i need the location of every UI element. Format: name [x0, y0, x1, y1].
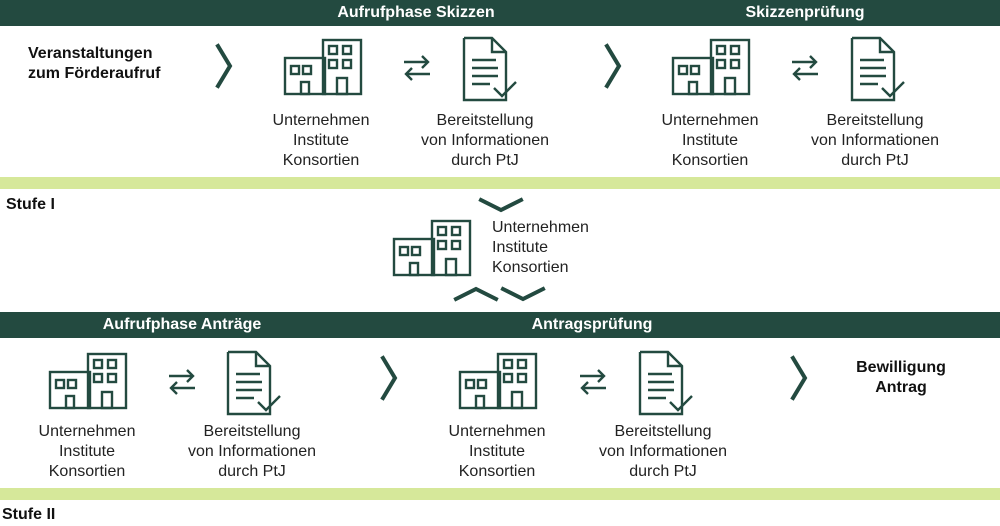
- building-icon: [283, 38, 363, 96]
- phase-band-bottom: [0, 312, 1000, 338]
- chevron-down-icon: [500, 286, 546, 302]
- phase-band-top: [0, 0, 1000, 26]
- phase-title-skizzenpruefung: Skizzenprüfung: [745, 4, 865, 21]
- phase-title-aufrufphase-skizzen: Aufrufphase Skizzen: [337, 4, 495, 21]
- building-icon: [458, 352, 538, 410]
- chevron-up-icon: [453, 286, 499, 302]
- document-check-icon: [638, 350, 693, 416]
- phase-title-aufrufphase-antraege: Aufrufphase Anträge: [102, 316, 262, 333]
- stage-bar-stufe-1: [0, 177, 1000, 189]
- document-check-icon: [462, 36, 517, 102]
- exchange-arrows-icon: [580, 369, 606, 395]
- chevron-right-icon: [215, 43, 233, 89]
- stage-label-stufe-1: Stufe I: [6, 196, 55, 213]
- building-icon: [392, 219, 472, 277]
- exchange-arrows-icon: [169, 369, 195, 395]
- document-check-icon: [226, 350, 281, 416]
- building-icon: [48, 352, 128, 410]
- chevron-right-icon: [604, 43, 622, 89]
- exchange-arrows-icon: [404, 55, 430, 81]
- chevron-right-icon: [380, 355, 398, 401]
- chevron-right-icon: [790, 355, 808, 401]
- phase-title-antragspruefung: Antragsprüfung: [531, 316, 653, 333]
- exchange-arrows-icon: [792, 55, 818, 81]
- chevron-down-icon: [478, 197, 524, 213]
- stage-label-stufe-2: Stufe II: [2, 506, 56, 523]
- document-check-icon: [850, 36, 905, 102]
- building-icon: [671, 38, 751, 96]
- start-label-veranstaltungen: Veranstaltungen zum Förderaufruf: [28, 45, 161, 82]
- end-label-bewilligung: Bewilligung Antrag: [856, 359, 946, 396]
- stage-bar-stufe-2: [0, 488, 1000, 500]
